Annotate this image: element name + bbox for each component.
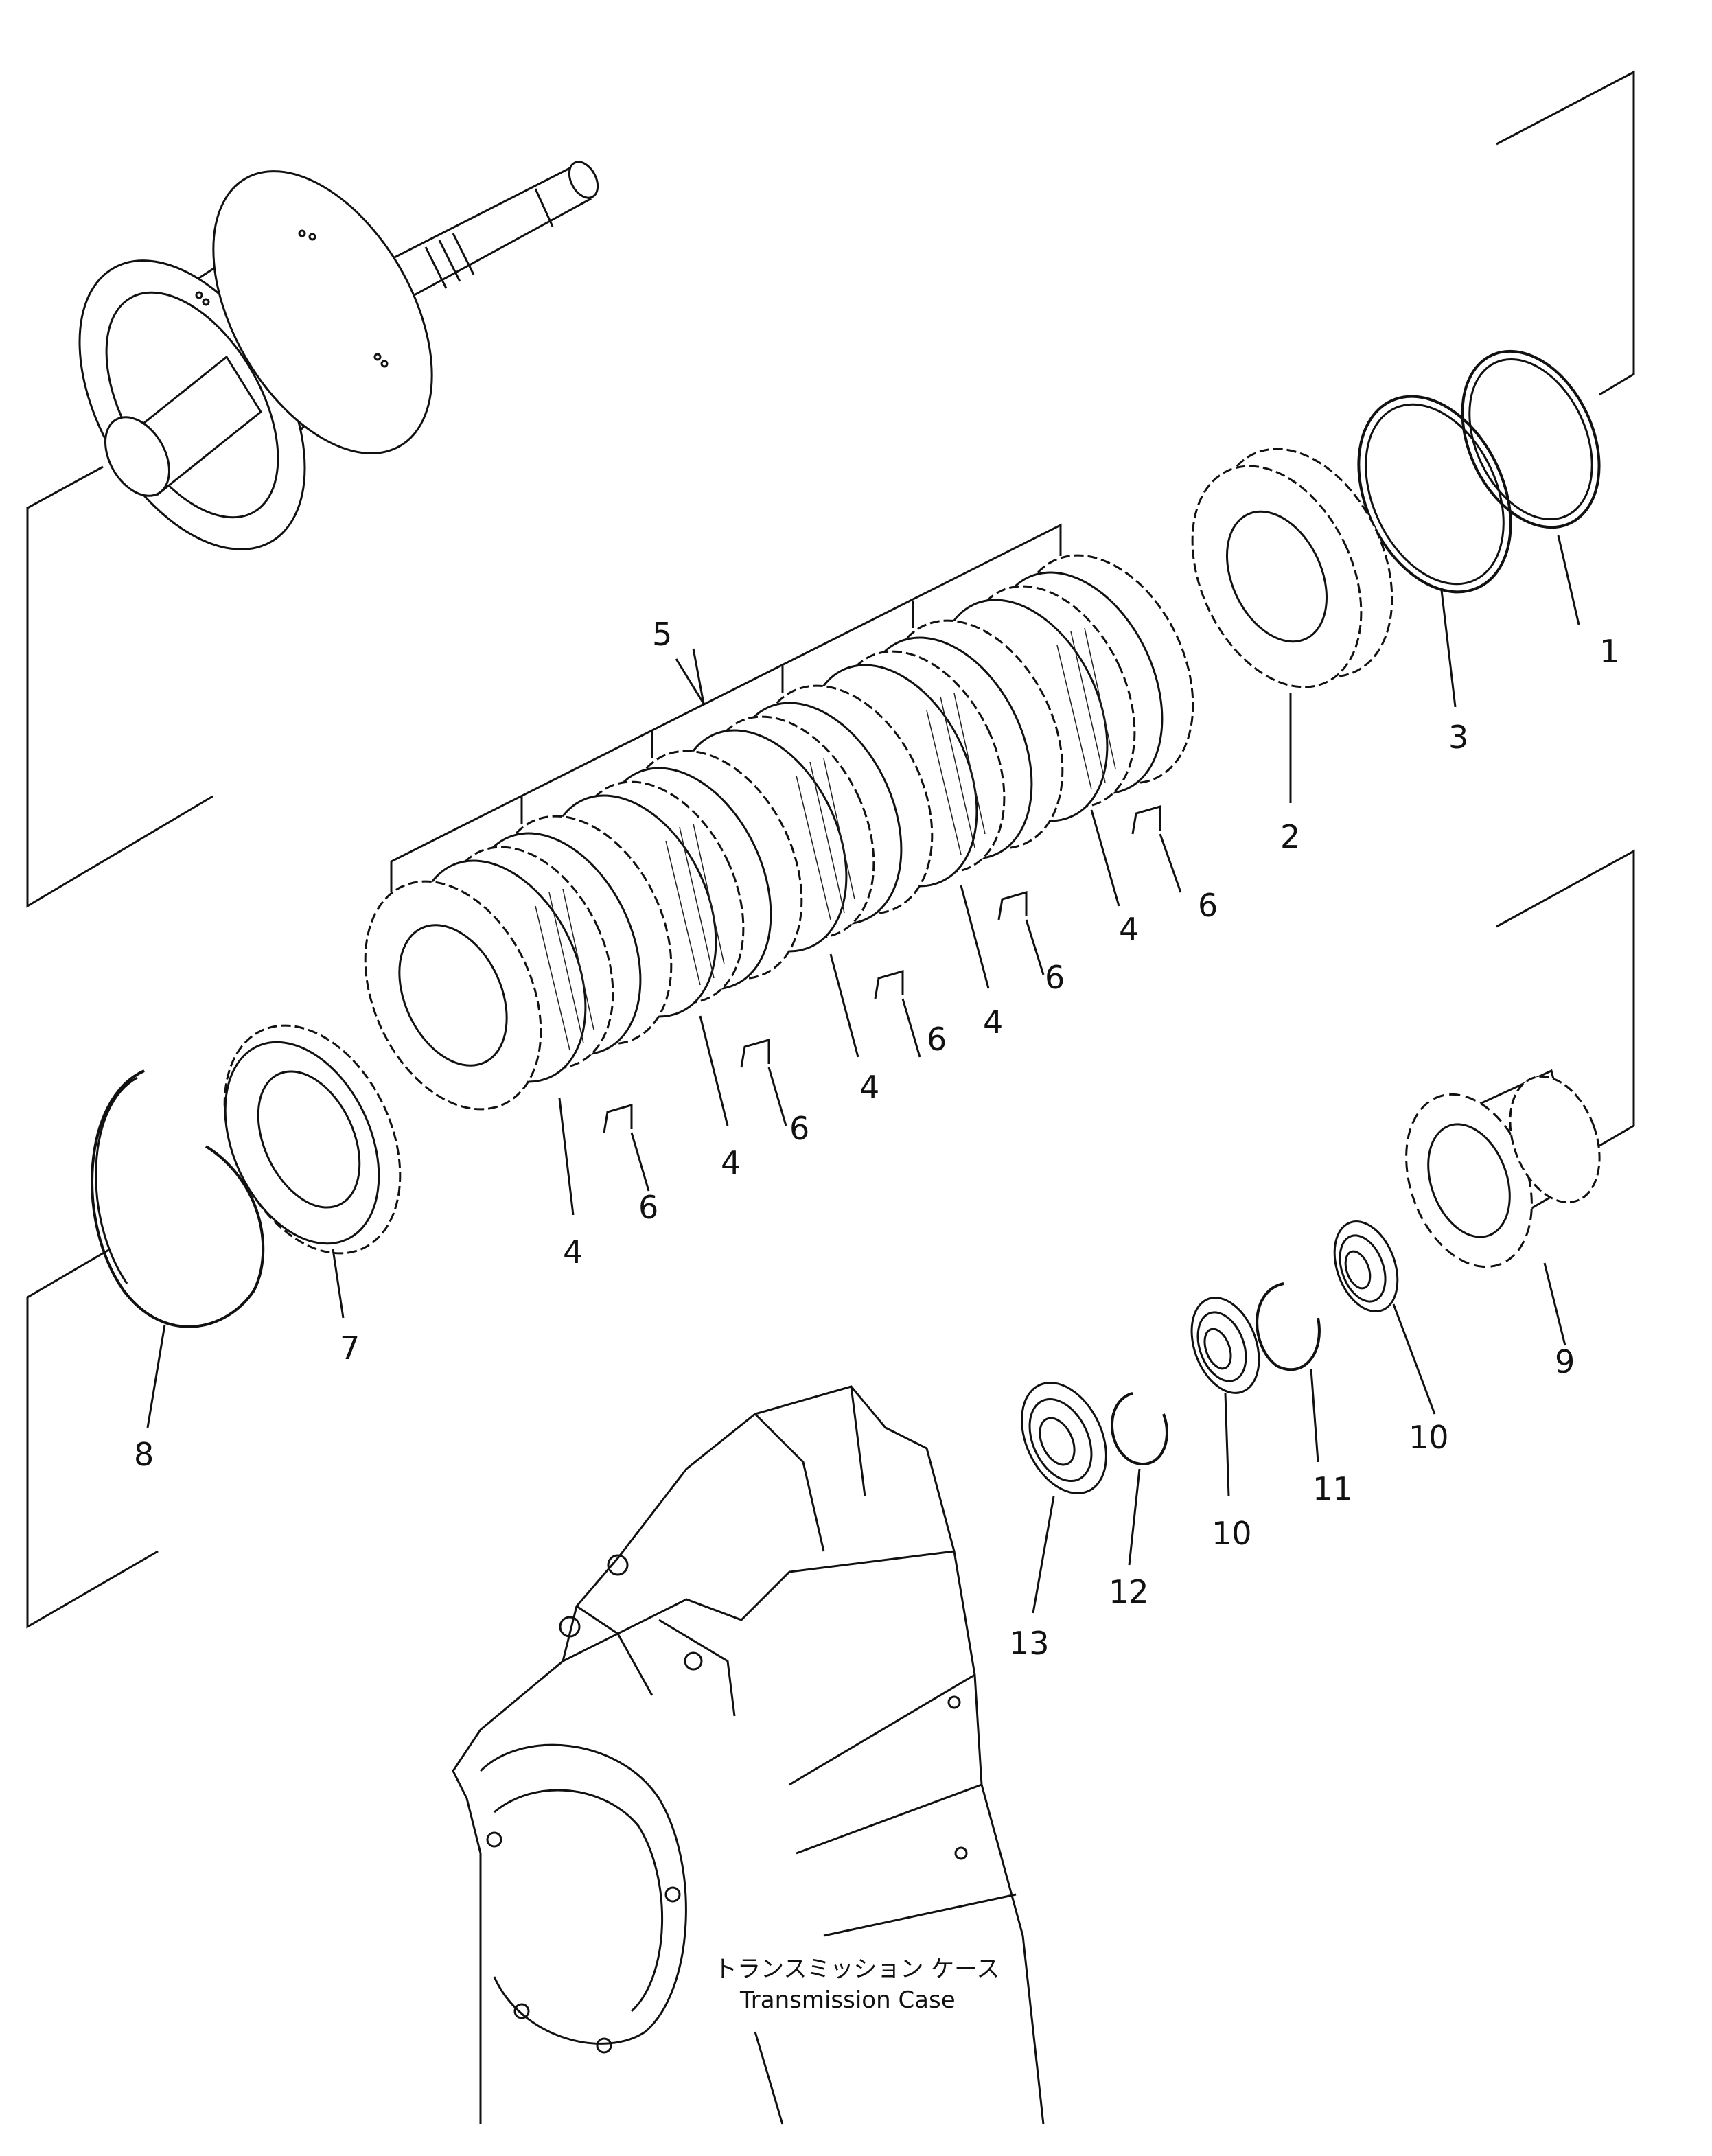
callout-4: 4 [563, 1233, 583, 1271]
callout-13: 13 [1009, 1625, 1050, 1662]
callout-10: 10 [1212, 1515, 1252, 1552]
callout-11: 11 [1312, 1470, 1353, 1507]
callout-4: 4 [1119, 911, 1139, 948]
bracket-part-5 [390, 523, 1062, 892]
callout-6: 6 [1045, 959, 1065, 996]
callout-6: 6 [927, 1021, 947, 1058]
callout-4: 4 [983, 1004, 1003, 1041]
callout-12: 12 [1109, 1573, 1149, 1610]
case-label-en: Transmission Case [739, 1986, 956, 2014]
callout-labels: 1 2 3 4 4 4 4 4 5 6 6 6 6 6 7 8 9 10 10 … [134, 616, 1619, 1662]
bearing-part-10-lower [1190, 1297, 1260, 1394]
callout-2: 2 [1280, 818, 1300, 855]
callout-6: 6 [789, 1110, 809, 1147]
callout-4: 4 [859, 1069, 879, 1106]
callout-3: 3 [1448, 719, 1468, 756]
callout-10: 10 [1409, 1419, 1449, 1456]
snap-ring-part-12 [1111, 1392, 1168, 1465]
bearing-part-13 [1021, 1382, 1107, 1494]
pressure-plate-part-7 [223, 1024, 402, 1255]
callout-6: 6 [1198, 887, 1218, 924]
callout-6: 6 [638, 1189, 658, 1226]
end-plate-part-2 [1191, 448, 1393, 688]
clutch-drum-assembly [78, 161, 599, 550]
callout-5: 5 [652, 616, 672, 653]
transmission-case-label: トランスミッション ケース Transmission Case [714, 1956, 999, 2014]
transmission-case [452, 1385, 1045, 2125]
callout-8: 8 [134, 1436, 154, 1473]
callout-1: 1 [1599, 633, 1619, 670]
snap-ring-part-8 [91, 1069, 265, 1328]
snap-ring-part-11 [1256, 1282, 1321, 1371]
clutch-plates [364, 554, 1194, 1111]
friction-hatching [535, 627, 1116, 1051]
ring-part-1 [1461, 349, 1601, 529]
clutch-pack [364, 523, 1194, 1133]
callout-7: 7 [340, 1330, 360, 1367]
callout-4: 4 [721, 1144, 741, 1181]
leader-lines [146, 535, 1580, 1614]
bearing-part-10-upper [1333, 1220, 1399, 1312]
case-label-jp: トランスミッション ケース [714, 1956, 999, 1983]
gear-part-9 [1405, 1069, 1601, 1268]
bracket-lines [26, 70, 1635, 1629]
callout-9: 9 [1555, 1343, 1575, 1380]
